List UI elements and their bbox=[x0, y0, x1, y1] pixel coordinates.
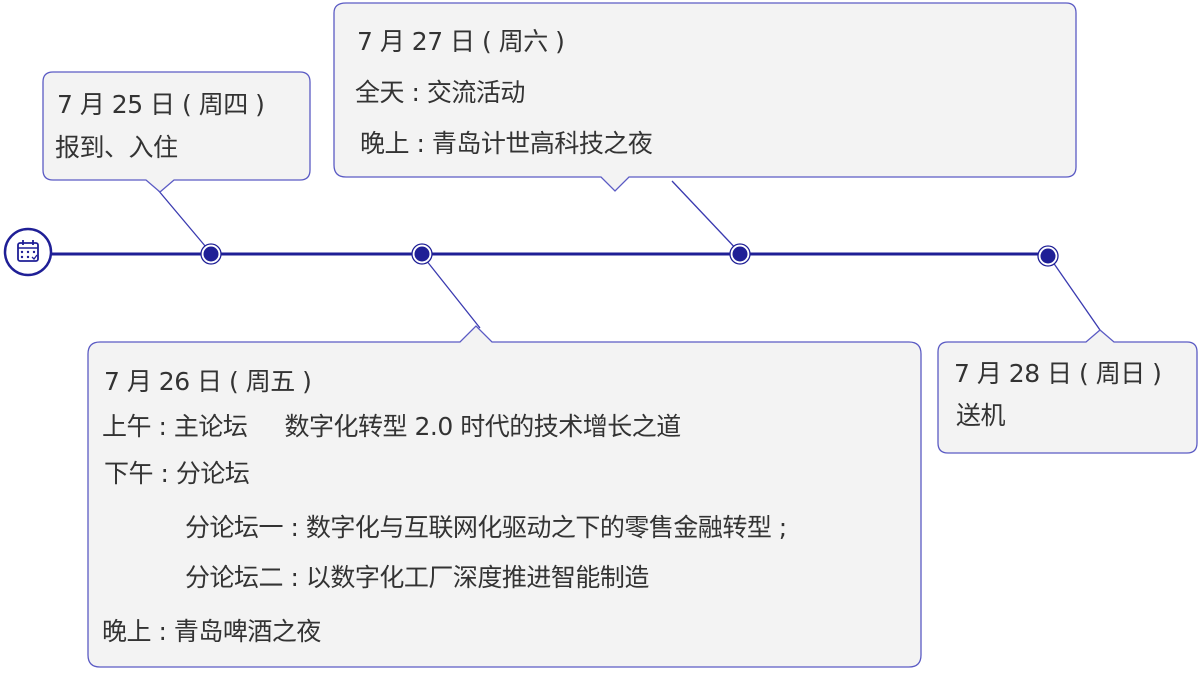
event-2-line: 分论坛二 : 以数字化工厂深度推进智能制造 bbox=[185, 563, 649, 592]
event-2-date: 7 月 26 日 ( 周五 ) bbox=[104, 367, 312, 396]
event-2-line: 分论坛一 : 数字化与互联网化驱动之下的零售金融转型 ; bbox=[185, 513, 787, 542]
connector-2 bbox=[421, 254, 481, 329]
calendar-icon bbox=[3, 227, 53, 277]
event-1-line: 报到、入住 bbox=[55, 133, 178, 162]
event-3-date: 7 月 27 日 ( 周六 ) bbox=[357, 27, 565, 56]
callout-box-4 bbox=[937, 329, 1198, 454]
event-2-line: 上午 : 主论坛 数字化转型 2.0 时代的技术增长之道 bbox=[102, 412, 681, 441]
event-2-line: 下午 : 分论坛 bbox=[104, 459, 250, 488]
event-1-date: 7 月 25 日 ( 周四 ) bbox=[57, 90, 265, 119]
event-4-date: 7 月 28 日 ( 周日 ) bbox=[954, 359, 1162, 388]
connector-4 bbox=[1047, 254, 1101, 331]
connector-1 bbox=[157, 189, 212, 254]
timeline-dot-4 bbox=[1037, 245, 1059, 267]
callout-box-2 bbox=[87, 325, 922, 668]
timeline-dot-1 bbox=[200, 243, 222, 265]
connector-3 bbox=[671, 180, 741, 254]
callout-box-3 bbox=[333, 2, 1077, 192]
timeline-dot-2 bbox=[411, 243, 433, 265]
event-4-line: 送机 bbox=[956, 401, 1006, 430]
event-3-line: 全天 : 交流活动 bbox=[355, 78, 525, 107]
event-2-line: 晚上 : 青岛啤酒之夜 bbox=[102, 617, 321, 646]
event-3-line: 晚上 : 青岛计世高科技之夜 bbox=[360, 129, 653, 158]
timeline-dot-3 bbox=[729, 243, 751, 265]
callout-box-1 bbox=[42, 71, 311, 193]
